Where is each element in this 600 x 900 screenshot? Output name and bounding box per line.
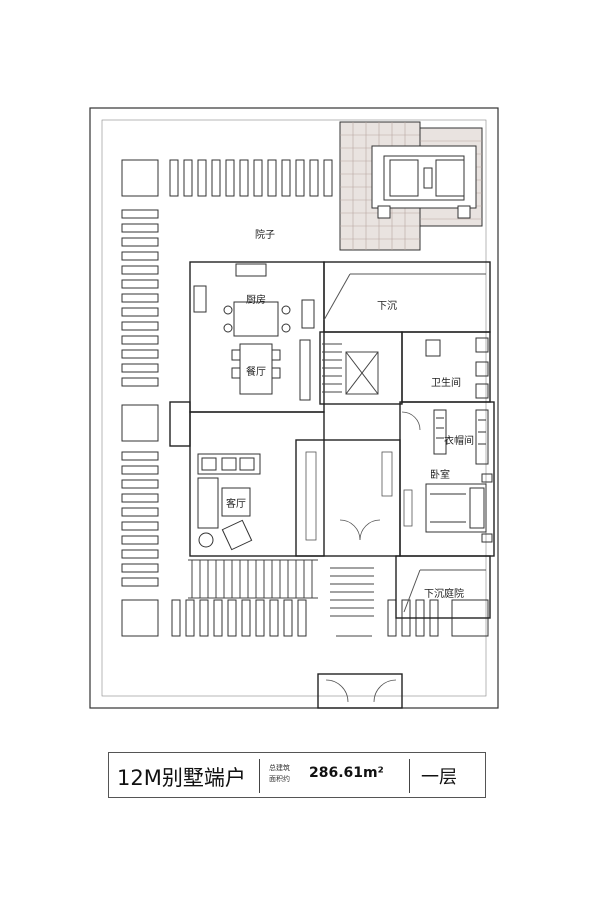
label-bathroom: 卫生间 [431,378,461,389]
left-slats-upper [121,209,159,387]
corner-block [121,159,159,197]
plan-title: 12M别墅端户 [117,766,246,790]
top-slats [169,159,333,197]
label-sunken: 下沉 [377,301,397,312]
label-kitchen: 厨房 [246,295,266,306]
corner-block [121,599,159,637]
interior-stairs [322,343,379,395]
area-label-line1: 总建筑 [269,764,290,772]
area-value: 286.61m² [309,765,384,781]
front-stairs [330,567,374,637]
floor-level: 一层 [421,767,457,788]
bathroom-fixtures [425,337,489,465]
left-slats-lower [121,451,159,587]
plan-caption: 12M别墅端户 总建筑 面积约 286.61m² 一层 [108,752,486,798]
doors [305,411,421,703]
top-terrace [339,121,483,251]
label-dining: 餐厅 [246,367,266,378]
label-courtyard: 院子 [255,230,275,241]
living-furniture [197,453,261,551]
label-living: 客厅 [226,499,246,510]
house-walls [169,261,495,709]
caption-divider [259,759,260,793]
area-label: 总建筑 面积约 [269,763,290,785]
area-label-line2: 面积约 [269,775,290,783]
kitchen-fixtures [193,263,315,401]
bed [425,473,493,543]
entry-stairs [188,559,318,599]
label-sunken-courtyard: 下沉庭院 [424,589,464,600]
site-inner [101,119,487,697]
label-bedroom: 卧室 [430,470,450,481]
side-block [121,404,159,442]
caption-divider [409,759,410,793]
site-boundary [89,107,499,709]
label-closet: 衣帽间 [444,436,474,447]
